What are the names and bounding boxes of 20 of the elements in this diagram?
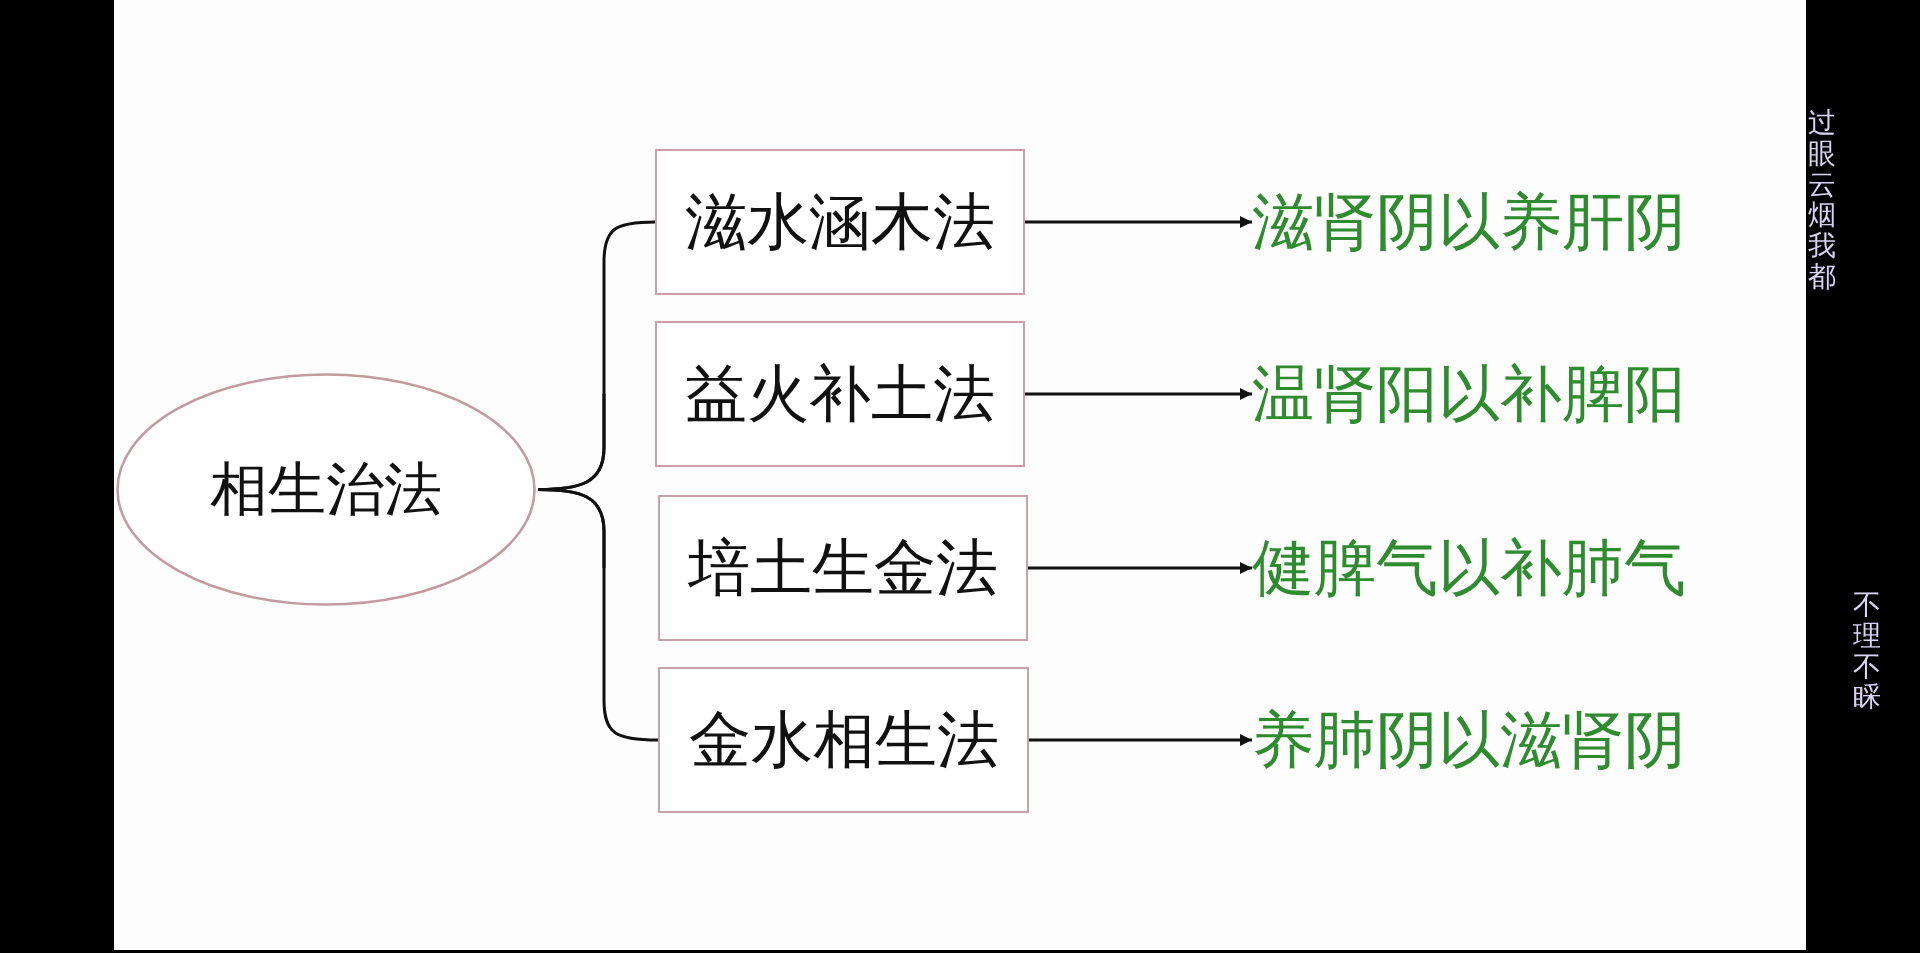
method-box [658,495,1028,641]
arrow [1025,388,1252,400]
method-label: 金水相生法 [688,704,999,776]
method-box [655,321,1025,467]
topic-label: 相生治法 [210,456,442,523]
method-box [655,149,1025,295]
brace-line [537,488,659,742]
method-label: 培土生金法 [688,532,998,604]
arrow [1028,562,1252,574]
result-text: 滋肾阴以养肝阴 [1252,182,1752,262]
result-text: 健脾气以补肺气 [1252,528,1752,608]
vertical-caption: 过眼云烟我都 [1808,108,1836,293]
arrow [1025,216,1252,228]
method-label: 滋水涵木法 [685,186,995,258]
result-text: 养肺阴以滋肾阴 [1252,700,1752,780]
result-text: 温肾阳以补脾阳 [1252,354,1752,434]
method-box [658,667,1029,813]
vertical-caption: 不理不睬 [1853,590,1881,714]
arrow [1029,734,1252,746]
method-label: 益火补土法 [685,358,995,430]
